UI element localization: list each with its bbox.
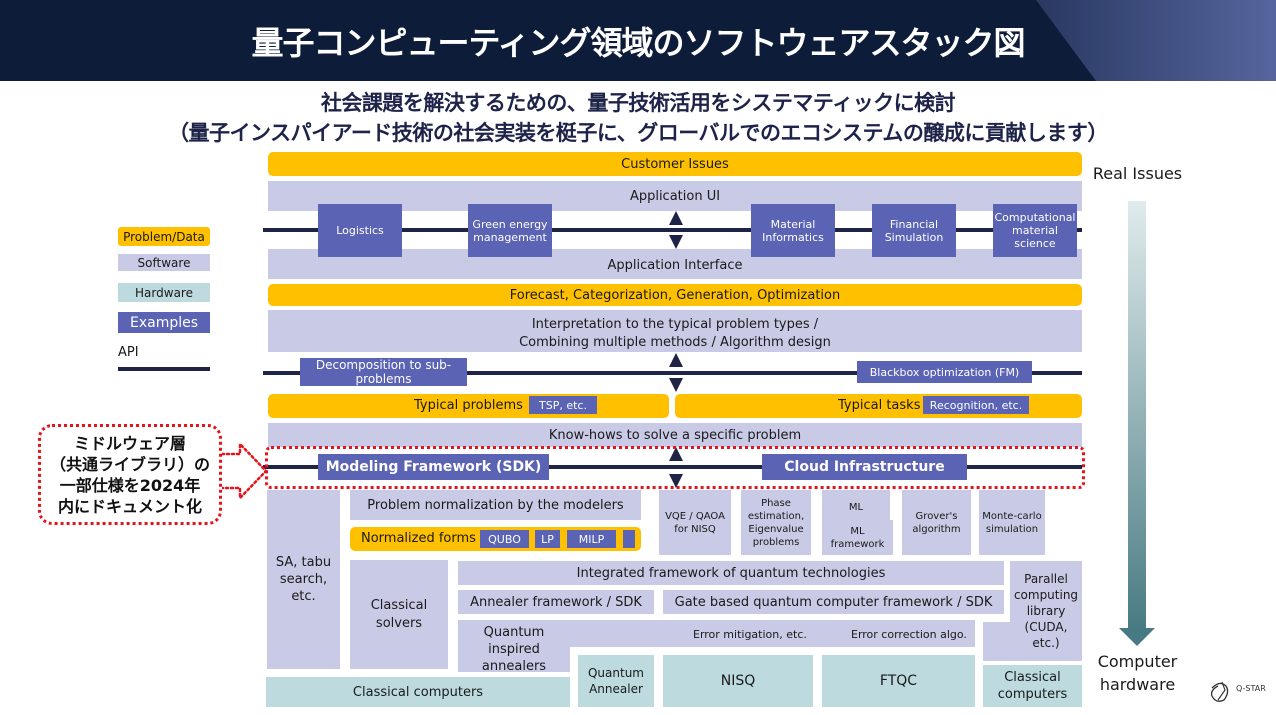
quantum-inspired-annealers: Quantum inspired annealers [458, 620, 570, 674]
header-bar: 量子コンピューティング領域のソフトウェアスタック図 [0, 0, 1276, 81]
legend-api-label: API [118, 345, 139, 360]
subtitle-line2: （量子インスパイアード技術の社会実装を梃子に、グローバルでのエコシステムの醸成に… [168, 121, 1108, 145]
callout-line4: 内にドキュメント化 [57, 496, 202, 516]
arrow-down-icon [669, 378, 683, 392]
form-more [623, 530, 635, 548]
example-logistics: Logistics [318, 204, 402, 257]
classical-solvers: Classical solvers [350, 560, 448, 669]
algo-grovers: Grover's algorithm [902, 490, 971, 555]
parallel-computing-library: Parallel computing library (CUDA, etc.) [1010, 561, 1082, 661]
callout-line3: 一部仕様を2024年 [59, 475, 201, 495]
algo-monte-carlo: Monte-carlo simulation [979, 490, 1045, 555]
example-green-energy: Green energy management [468, 204, 552, 257]
interpretation-block: Interpretation to the typical problem ty… [268, 310, 1082, 352]
callout-pointer [222, 440, 268, 502]
normalized-forms: Normalized forms QUBO LP MILP [350, 527, 641, 551]
error-correction: Error correction algo. [851, 628, 967, 641]
arrow-up-icon [669, 353, 683, 367]
api-line-middleware [263, 465, 1082, 469]
modeling-framework-sdk: Modeling Framework (SDK) [318, 454, 549, 480]
q-star-logo-text: Q-STAR [1236, 684, 1266, 693]
arrow-down-icon [669, 235, 683, 249]
forecast-categories: Forecast, Categorization, Generation, Op… [268, 284, 1082, 306]
annealer-framework: Annealer framework / SDK [458, 590, 654, 614]
arrow-up-icon [669, 447, 683, 461]
example-computational-material-science: Computational material science [993, 204, 1077, 257]
algo-ml: ML [822, 490, 890, 520]
example-financial-simulation: Financial Simulation [872, 204, 956, 257]
middleware-highlight-box [265, 446, 1085, 489]
error-mitigation: Error mitigation, etc. [693, 628, 807, 641]
gradient-arrow-shaft [1128, 201, 1146, 629]
typical-problems: Typical problems TSP, etc. [268, 394, 669, 418]
example-tsp: TSP, etc. [529, 396, 597, 414]
page-title: 量子コンピューティング領域のソフトウェアスタック図 [251, 23, 1025, 62]
classical-computers-left: Classical computers [266, 677, 570, 707]
middleware-callout: ミドルウェア層 （共通ライブラリ）の 一部仕様を2024年 内にドキュメント化 [38, 424, 222, 525]
sa-tabu-search: SA, tabu search, etc. [267, 490, 340, 669]
algo-ml-framework: ML framework [822, 520, 893, 555]
example-blackbox-optimization: Blackbox optimization (FM) [857, 361, 1032, 383]
classical-computers-right: Classical computers [983, 665, 1082, 707]
callout-line1: ミドルウェア層 [73, 433, 186, 453]
axis-bottom-label: Computer hardware [1097, 652, 1178, 694]
integrated-framework: Integrated framework of quantum technolo… [458, 561, 1004, 585]
legend-hardware: Hardware [118, 283, 210, 302]
axis-top-label: Real Issues [1092, 163, 1183, 183]
interpretation-line1: Interpretation to the typical problem ty… [531, 316, 819, 332]
legend-problem-data: Problem/Data [118, 227, 210, 246]
gate-framework: Gate based quantum computer framework / … [663, 590, 1004, 614]
example-decomposition: Decomposition to sub-problems [300, 358, 467, 386]
api-line-application [263, 228, 1082, 232]
subtitle-line1: 社会課題を解決するための、量子技術活用をシステマティックに検討 [320, 91, 956, 115]
ftqc: FTQC [822, 655, 975, 707]
arrow-down-icon [669, 474, 683, 488]
normalized-forms-label: Normalized forms [361, 531, 476, 546]
parallel-library-extension [983, 622, 1011, 661]
example-recognition: Recognition, etc. [923, 396, 1029, 414]
form-lp: LP [535, 530, 560, 548]
q-star-logo-icon [1210, 681, 1229, 702]
arrow-down-icon [1119, 628, 1155, 646]
quantum-annealer: Quantum Annealer [578, 655, 654, 707]
typical-tasks-label: Typical tasks [838, 398, 921, 413]
problem-normalization: Problem normalization by the modelers [350, 490, 641, 520]
form-qubo: QUBO [480, 530, 529, 548]
nisq: NISQ [663, 655, 813, 707]
arrow-up-icon [669, 211, 683, 225]
typical-problems-label: Typical problems [414, 398, 523, 413]
legend-software: Software [118, 254, 210, 271]
customer-issues: Customer Issues [268, 152, 1082, 176]
cloud-infrastructure: Cloud Infrastructure [762, 454, 967, 480]
form-milp: MILP [567, 530, 616, 548]
example-material-informatics: Material Informatics [751, 204, 835, 257]
legend-api-line [118, 367, 210, 371]
callout-line2: （共通ライブラリ）の [49, 454, 210, 474]
interpretation-line2: Combining multiple methods / Algorithm d… [519, 334, 831, 350]
knowhows-block: Know-hows to solve a specific problem [268, 423, 1082, 447]
typical-tasks: Typical tasks Recognition, etc. [675, 394, 1082, 418]
algo-vqe-qaoa: VQE / QAOA for NISQ [659, 490, 731, 555]
algo-phase-estimation: Phase estimation, Eigenvalue problems [741, 490, 811, 555]
legend-examples: Examples [118, 312, 210, 333]
api-line-algorithm [263, 371, 1082, 375]
